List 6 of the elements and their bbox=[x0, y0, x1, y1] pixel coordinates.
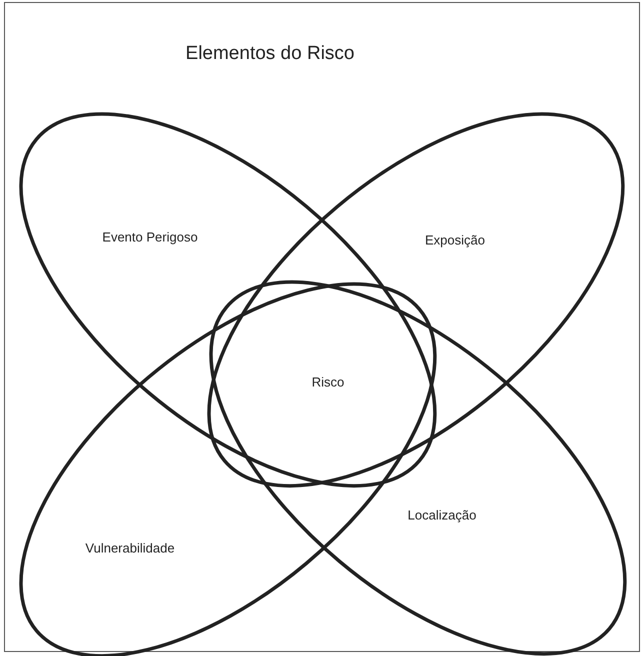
set-label: Exposição bbox=[425, 231, 485, 250]
intersection-label: Risco bbox=[312, 373, 344, 392]
diagram-title: Elementos do Risco bbox=[184, 42, 356, 66]
set-label: Vulnerabilidade bbox=[85, 539, 175, 558]
set-label: Evento Perigoso bbox=[102, 228, 198, 246]
set-label: Localização bbox=[408, 506, 476, 524]
